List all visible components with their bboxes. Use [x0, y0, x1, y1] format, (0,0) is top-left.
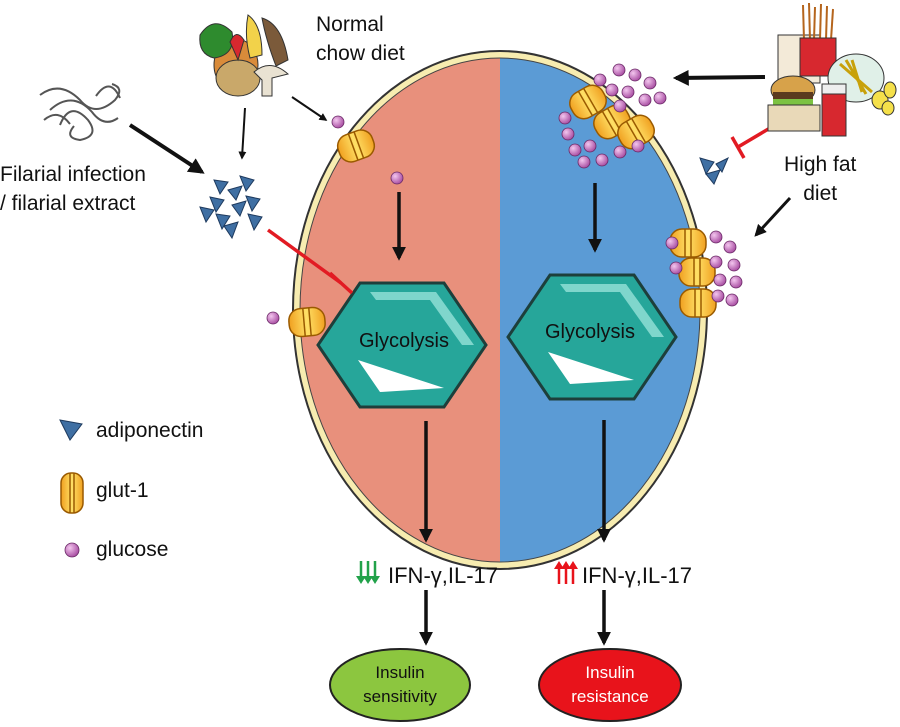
outcome-right-line2: resistance [571, 687, 649, 706]
legend-adiponectin-label: adiponectin [96, 419, 204, 442]
down-arrows-icon [356, 561, 380, 584]
outcome-right-line1: Insulin [585, 663, 635, 682]
high-fat-line1: High fat [784, 153, 857, 176]
normal-chow-line1: Normal [316, 13, 384, 36]
cytokines-right-label: IFN-γ,IL-17 [582, 563, 693, 588]
high-fat-line2: diet [803, 182, 838, 205]
outcome-sensitivity-label: Insulin sensitivity [332, 661, 468, 709]
filarial-line1: Filarial infection [0, 163, 146, 186]
outcome-resistance-label: Insulin resistance [542, 661, 678, 709]
glycolysis-right-hexagon [506, 273, 678, 401]
outcome-left-line1: Insulin [375, 663, 425, 682]
outcome-sensitivity-oval [329, 648, 471, 722]
glycolysis-left-label: Glycolysis [358, 330, 449, 352]
worm-icon [39, 83, 121, 142]
glycolysis-right-label: Glycolysis [544, 321, 635, 343]
legend-glut1-label: glut-1 [96, 479, 149, 502]
filarial-line2: / filarial extract [0, 192, 136, 215]
glucose-icon [266, 63, 743, 325]
filarial-label: Filarial infection / filarial extract [0, 160, 146, 218]
legend-glucose-label: glucose [96, 538, 169, 561]
outcome-resistance-oval [538, 648, 682, 722]
legend-glut1-icon [60, 472, 84, 514]
cytokines-left-label: IFN-γ,IL-17 [388, 563, 499, 588]
legend-icons [59, 419, 84, 558]
glycolysis-left-hexagon [316, 281, 488, 409]
food-icon [199, 14, 290, 97]
fast-food-icon [767, 2, 897, 137]
normal-chow-label: Normal chow diet [316, 10, 405, 68]
glut1-icon [288, 84, 717, 338]
legend-adiponectin-icon [59, 419, 83, 441]
high-fat-label: High fat diet [784, 150, 856, 208]
normal-chow-line2: chow diet [316, 42, 405, 65]
inhibition-lines [266, 126, 771, 295]
outcome-left-line2: sensitivity [363, 687, 437, 706]
adiponectin-icon [199, 156, 729, 240]
cell-arrows [392, 183, 611, 646]
up-arrows-icon [554, 561, 578, 584]
legend-glucose-icon [64, 542, 80, 558]
external-arrows [128, 69, 792, 237]
